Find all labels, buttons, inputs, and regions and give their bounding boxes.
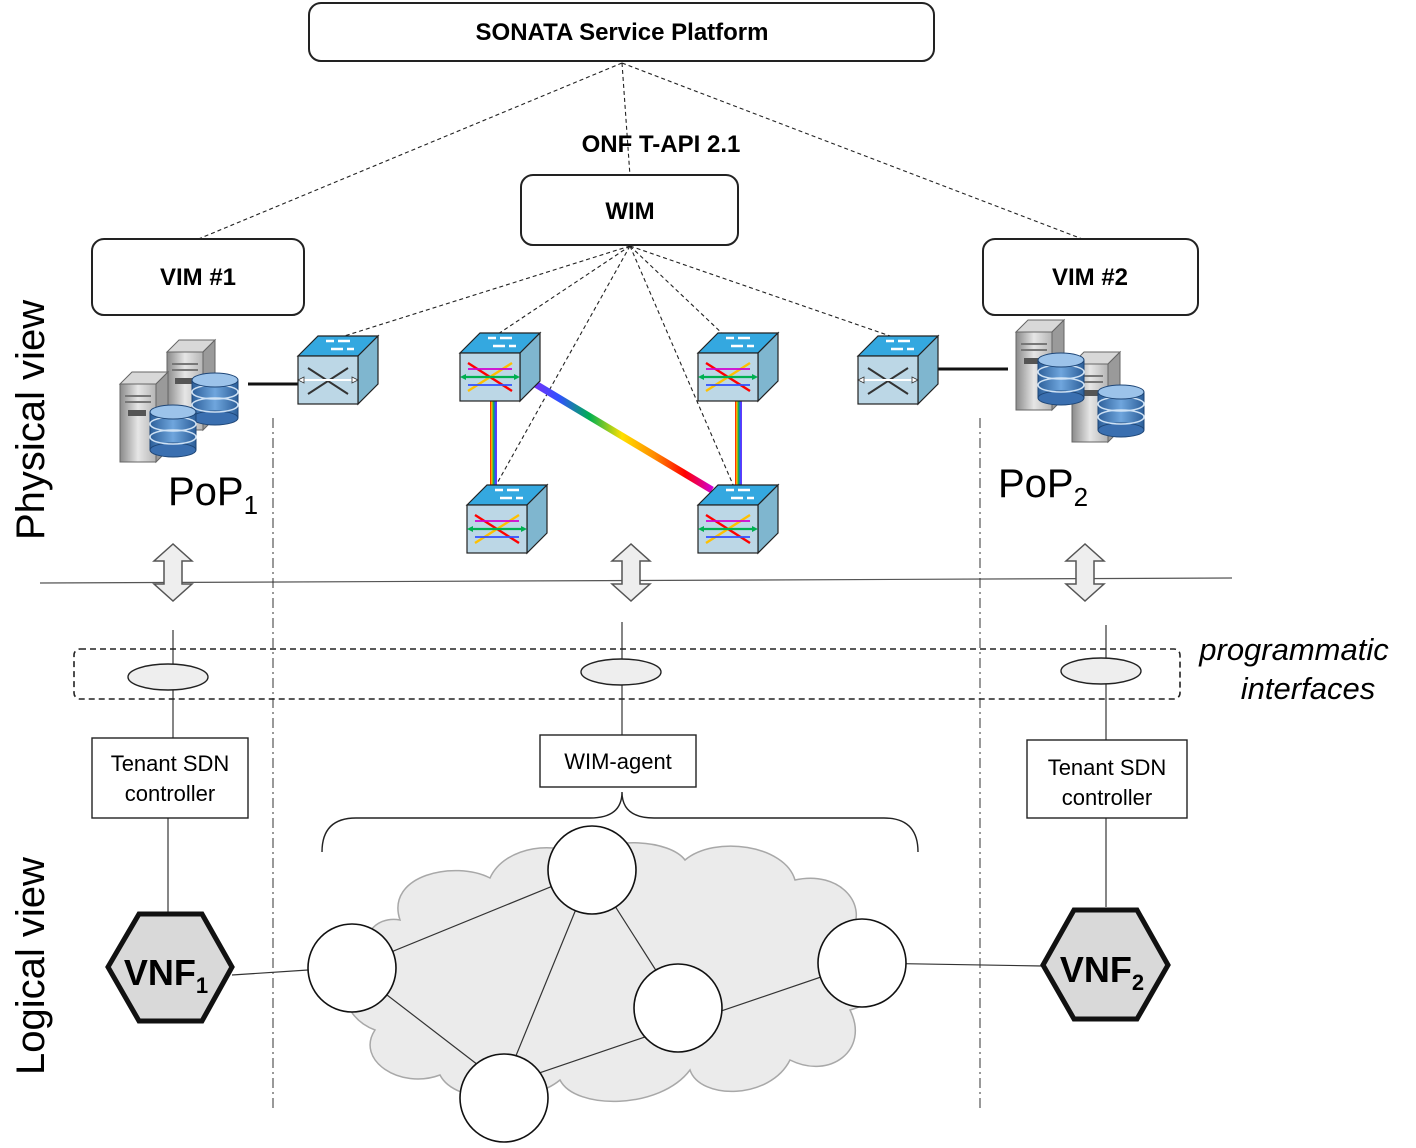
onf-tapi-label: ONF T-API 2.1 <box>582 131 741 158</box>
wim-box: WIM <box>520 174 739 246</box>
optical-switch-bottom-right-icon <box>696 483 780 555</box>
edge-switch-right-icon <box>856 334 940 406</box>
vnf-2-hexagon: VNF2 <box>1040 907 1171 1022</box>
sonata-service-platform-box: SONATA Service Platform <box>308 2 935 62</box>
wim-agent-label: WIM-agent <box>564 749 672 774</box>
interfaces-label: interfaces <box>1241 671 1375 706</box>
physical-view-label: Physical view <box>9 300 53 540</box>
pop-1-servers-icon <box>119 339 239 463</box>
sonata-service-platform-label: SONATA Service Platform <box>476 19 769 46</box>
vnf-1-label: VNF1 <box>124 952 208 998</box>
optical-switch-top-left-icon <box>458 331 542 403</box>
tenant-sdn-controller-right-box: Tenant SDN controller <box>1026 739 1188 819</box>
interface-ellipse-center <box>580 658 662 686</box>
pop-1-double-arrow-icon <box>153 543 193 602</box>
vim-1-label: VIM #1 <box>160 264 236 291</box>
vim-1-box: VIM #1 <box>91 238 305 316</box>
programmatic-interfaces-box <box>73 648 1181 700</box>
vim-2-box: VIM #2 <box>982 238 1199 316</box>
management-lines <box>195 62 1086 488</box>
vim-2-label: VIM #2 <box>1052 264 1128 291</box>
logical-node-2 <box>547 825 637 915</box>
programmatic-label: programmatic <box>1198 632 1389 667</box>
wim-agent-brace <box>321 791 919 853</box>
tenant-right-line1: Tenant SDN <box>1048 755 1167 780</box>
domain-boundaries <box>272 418 981 1108</box>
tenant-left-line2: controller <box>125 781 215 806</box>
wim-label: WIM <box>605 198 654 225</box>
wim-double-arrow-icon <box>611 543 651 602</box>
pop-1-label: PoP1 <box>168 470 258 520</box>
logical-node-3 <box>633 963 723 1053</box>
tenant-right-line2: controller <box>1062 785 1152 810</box>
pop-2-double-arrow-icon <box>1065 543 1105 602</box>
logical-node-5 <box>459 1053 549 1143</box>
logical-view-label: Logical view <box>9 857 53 1075</box>
edge-switch-left-icon <box>296 334 380 406</box>
optical-switch-top-right-icon <box>696 331 780 403</box>
logical-node-1 <box>307 923 397 1013</box>
logical-node-4 <box>817 918 907 1008</box>
wim-agent-box: WIM-agent <box>539 734 697 788</box>
interface-ellipse-right <box>1060 657 1142 685</box>
optical-switch-bottom-left-icon <box>465 483 549 555</box>
interface-ellipse-left <box>127 663 209 691</box>
vnf-1-hexagon: VNF1 <box>105 911 235 1024</box>
pop-2-servers-icon <box>1015 319 1145 443</box>
physical-links <box>248 354 1008 521</box>
pop-2-label: PoP2 <box>998 462 1088 512</box>
tenant-sdn-controller-left-box: Tenant SDN controller <box>91 737 249 819</box>
vnf-2-label: VNF2 <box>1060 949 1144 995</box>
tenant-left-line1: Tenant SDN <box>111 751 230 776</box>
